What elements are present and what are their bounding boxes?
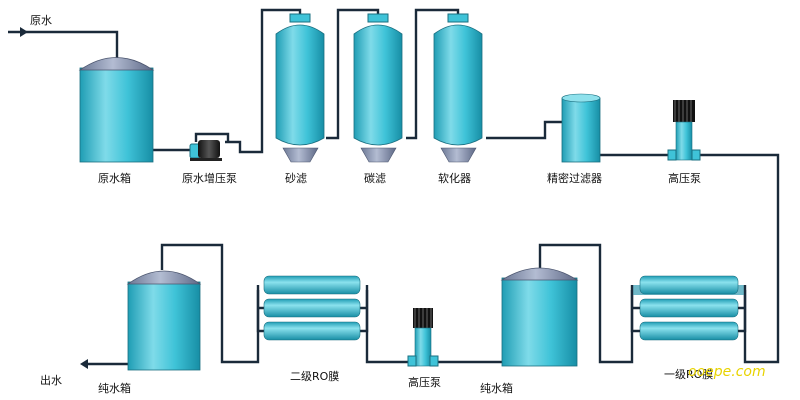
high-pressure-pump-2 (407, 308, 439, 367)
label-hp-pump-2: 高压泵 (408, 375, 441, 389)
ro-stage-2-membranes (256, 275, 369, 341)
label-ro-stage-2: 二级RO膜 (290, 370, 339, 383)
pipe-ro1-to-pure-tank (538, 243, 634, 364)
high-pressure-pump-1 (667, 100, 701, 161)
softener-vessel (433, 13, 483, 163)
label-product-tank: 纯水箱 (98, 381, 131, 395)
label-water-out: 出水 (40, 373, 62, 387)
label-pure-tank: 纯水箱 (480, 381, 513, 395)
outlet-arrow-icon (80, 359, 88, 369)
pipe-sand-to-carbon (326, 8, 380, 140)
pipe-hp2-to-ro2 (365, 290, 410, 364)
inlet-pipe (8, 30, 119, 58)
label-precision-filter: 精密过滤器 (547, 171, 602, 185)
carbon-filter-vessel (353, 13, 403, 163)
label-carbon-filter: 碳滤 (364, 171, 386, 185)
labels: 原水 原水箱 原水增压泵 砂滤 碳滤 软化器 精密过滤器 高压泵 一级RO膜 纯… (30, 14, 766, 395)
product-water-tank (126, 270, 202, 371)
label-raw-water-in: 原水 (30, 14, 52, 27)
label-ro-stage-1: 一级RO膜 (664, 368, 713, 381)
raw-water-tank (78, 57, 155, 163)
watermark: ooepe.com (688, 364, 766, 380)
pipe-softener-to-precision (486, 120, 562, 140)
label-hp-pump-1: 高压泵 (668, 171, 701, 185)
label-sand-filter: 砂滤 (285, 172, 307, 185)
pure-water-tank (500, 267, 579, 367)
label-booster-pump: 原水增压泵 (182, 171, 237, 185)
pipe-hp1-to-ro1 (700, 153, 780, 364)
label-raw-tank: 原水箱 (98, 171, 131, 185)
piping (8, 8, 780, 366)
booster-pump (189, 132, 230, 161)
ro-stage-1-membranes (630, 275, 747, 341)
sand-filter-vessel (275, 13, 325, 163)
label-softener: 软化器 (438, 171, 471, 185)
pipe-carbon-to-softener (406, 8, 460, 140)
inlet-arrow-icon (20, 27, 28, 37)
precision-filter (561, 93, 601, 163)
pipe-pump-to-sand (225, 8, 302, 154)
pipe-ro2-to-product-tank (160, 243, 260, 364)
